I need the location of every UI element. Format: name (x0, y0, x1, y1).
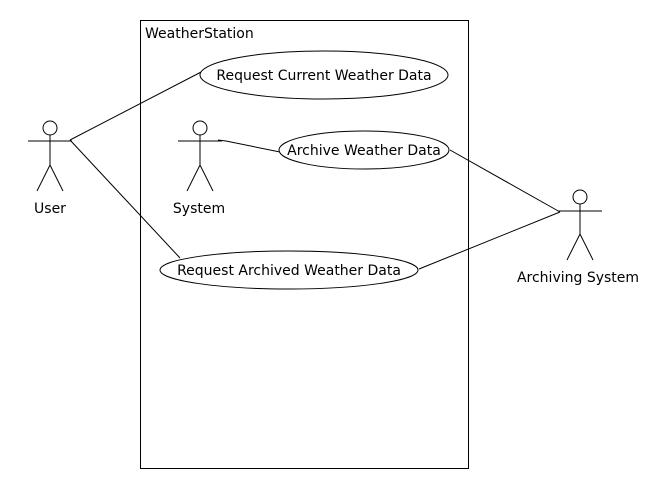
actor-archiving-system-right-leg (579, 233, 594, 261)
use-case-request-current-ellipse (199, 50, 449, 100)
system-boundary: WeatherStation (140, 20, 469, 469)
actor-system: System (173, 120, 225, 217)
system-boundary-box (140, 20, 469, 469)
actor-archiving-system-label: Archiving System (517, 270, 639, 286)
association-request-archived-archiving-system (418, 211, 561, 270)
actor-user-label: User (34, 201, 66, 217)
associations (69, 69, 561, 270)
use-case-archive: Archive Weather Data (278, 130, 450, 170)
actor-user-left-leg (36, 164, 51, 192)
actor-system-label: System (173, 201, 225, 217)
use-case-request-archived: Request Archived Weather Data (159, 250, 419, 290)
actor-user-right-leg (49, 164, 64, 192)
association-system-archive (217, 139, 281, 153)
association-archive-archiving-system (449, 149, 561, 213)
use-case-archive-ellipse (278, 130, 450, 170)
actor-archiving-system-head (572, 189, 588, 205)
use-case-request-current-label: Request Current Weather Data (216, 68, 431, 84)
association-user-request-archived (69, 139, 181, 259)
actor-archiving-system-left-leg (566, 233, 581, 261)
use-case-request-archived-ellipse (159, 250, 419, 290)
use-case-archive-label: Archive Weather Data (287, 143, 441, 159)
actor-user: User (28, 120, 72, 217)
use-case-request-current: Request Current Weather Data (199, 50, 449, 100)
system-boundary-label: WeatherStation (145, 26, 254, 42)
actor-user-head (42, 120, 58, 136)
actor-system-right-leg (199, 164, 214, 192)
use-case-request-archived-label: Request Archived Weather Data (177, 263, 401, 279)
actor-archiving-system: Archiving System (517, 189, 639, 286)
actor-system-left-leg (186, 164, 201, 192)
association-user-request-current (69, 69, 206, 141)
actor-system-head (192, 120, 208, 136)
